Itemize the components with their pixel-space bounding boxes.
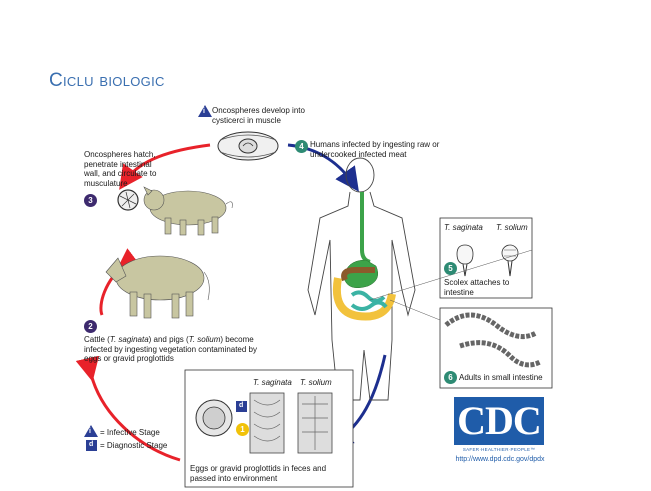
step4-label: Humans infected by ingesting raw or unde…	[310, 140, 460, 159]
cdc-tagline: SAFER·HEALTHIER·PEOPLE™	[449, 447, 549, 452]
step6-badge: 6	[444, 371, 457, 384]
step5-badge: 5	[444, 262, 457, 275]
step1-yellow-badge: 1	[236, 423, 249, 436]
legend-diagnostic-icon: d	[86, 440, 97, 451]
scolex-saginata-label: T. saginata	[444, 223, 483, 233]
life-cycle-diagram: i Oncospheres develop into cysticerci in…	[70, 100, 590, 491]
scolex-solium-label: T. solium	[496, 223, 528, 233]
step3-badge: 3	[84, 194, 97, 207]
slide-title-text: Ciclu biologic	[49, 70, 165, 91]
cow-illustration	[106, 256, 209, 318]
infective-stage-icon: i	[198, 105, 212, 117]
cdc-logo: CDC	[454, 397, 544, 445]
step2-label: Cattle (T. saginata) and pigs (T. solium…	[84, 335, 264, 364]
step3-label: Oncospheres hatch, penetrate intestinal …	[84, 150, 164, 188]
cdc-url: http://www.dpd.cdc.gov/dpdx	[430, 456, 570, 463]
proglottid-solium-label: T. solium	[300, 378, 332, 388]
diagnostic-stage-icon: d	[236, 401, 247, 412]
legend-infective-icon: i	[84, 425, 98, 437]
proglottid-saginata-label: T. saginata	[253, 378, 292, 388]
legend-infective-label: = Infective Stage	[100, 428, 160, 438]
step1-label: Oncospheres develop into cysticerci in m…	[212, 106, 332, 125]
step6-label: Adults in small intestine	[459, 373, 543, 383]
pig-illustration	[144, 187, 232, 235]
step2-badge: 2	[84, 320, 97, 333]
step5-label: Scolex attaches to intestine	[444, 278, 534, 297]
step4-badge: 4	[295, 140, 308, 153]
slide-title: Ciclu biologic	[49, 70, 165, 92]
eggs-label: Eggs or gravid proglottids in feces and …	[190, 464, 350, 483]
legend-diagnostic-label: = Diagnostic Stage	[100, 441, 167, 451]
